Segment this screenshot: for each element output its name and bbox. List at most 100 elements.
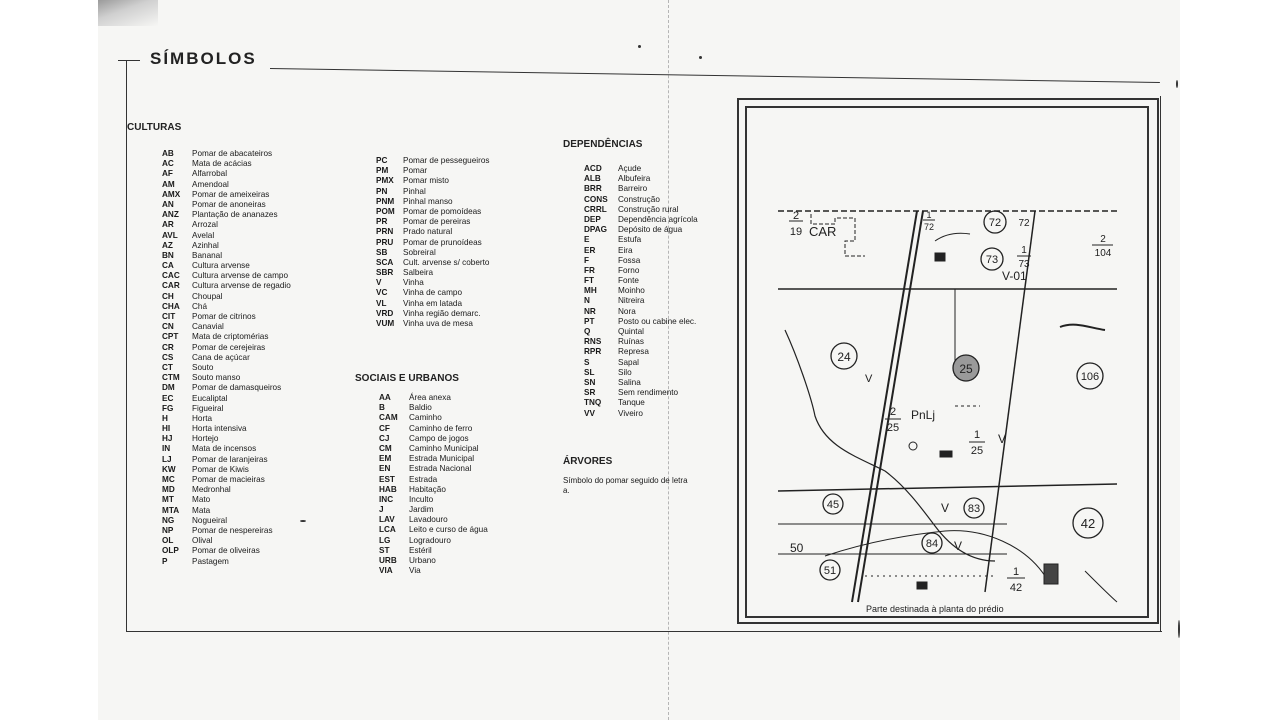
legend-description: Horta intensiva (192, 424, 247, 434)
map-label: 1 (1013, 566, 1019, 578)
legend-description: Ruínas (618, 337, 644, 347)
parcel-circle (963, 497, 985, 519)
legend-code: HJ (162, 434, 173, 444)
legend-code: RPR (584, 347, 602, 357)
legend-code: NP (162, 525, 174, 535)
legend-row: J Jardim (379, 505, 488, 515)
legend-code: LAV (379, 515, 395, 525)
legend-code: VIA (379, 566, 393, 576)
legend-description: Salbeira (403, 268, 434, 278)
legend-code: CR (162, 342, 174, 352)
legend-description: Amendoal (192, 179, 229, 189)
legend-code: MTA (162, 505, 180, 515)
legend-code: DEP (584, 214, 601, 224)
page-fold-line (668, 0, 670, 720)
legend-code: J (379, 505, 384, 515)
frame-rule (1160, 96, 1161, 632)
legend-description: Pomar de laranjeiras (192, 454, 268, 464)
map-label: 73 (1018, 259, 1030, 270)
legend-description: Jardim (409, 505, 434, 515)
legend-description: Viveiro (618, 408, 643, 418)
legend-description: Fossa (618, 255, 641, 265)
legend-description: Cultura arvense de regadio (192, 281, 291, 291)
legend-description: Estrada Nacional (409, 464, 472, 474)
legend-description: Tanque (618, 398, 645, 408)
legend-code: MC (162, 475, 175, 484)
legend-code: AB (162, 149, 174, 158)
legend-code: CH (162, 291, 174, 301)
legend-code: AF (162, 169, 173, 179)
legend-code: SL (584, 367, 595, 377)
legend-code: MH (584, 286, 597, 296)
legend-description: Figueiral (192, 403, 224, 413)
legend-description: Medronhal (192, 485, 231, 495)
legend-code: CJ (379, 433, 390, 443)
legend-description: Mata de acácias (192, 159, 252, 169)
legend-code: PR (376, 217, 388, 227)
legend-code: CN (162, 322, 174, 332)
legend-description: Pomar de pessegueiros (403, 156, 490, 165)
legend-code: HI (162, 424, 171, 434)
legend-description: Estufa (618, 235, 642, 245)
legend-row: AC Mata de acácias (162, 159, 291, 169)
legend-code: CONS (584, 194, 608, 204)
legend-description: Pinhal (403, 186, 426, 196)
legend-code: SCA (376, 257, 394, 267)
legend-description: Pomar (403, 166, 428, 176)
legend-description: Souto (192, 362, 214, 372)
parcel-map: 2 19 CAR 1 72 72 72 2 104 73 1 73 V-01 2… (777, 210, 1118, 603)
scan-speck (699, 56, 702, 59)
legend-code: VUM (376, 319, 395, 328)
parcel-boundary (984, 210, 1036, 593)
map-label: V (941, 501, 949, 515)
legend-code: ANZ (162, 210, 179, 220)
map-label: 72 (924, 222, 934, 232)
legend-code: CT (162, 362, 173, 372)
legend-description: Plantação de ananazes (192, 210, 278, 220)
legend-description: Pomar de Kiwis (192, 464, 249, 474)
legend-row: KW Pomar de Kiwis (162, 465, 291, 475)
legend-code: DM (162, 383, 175, 393)
section-title-dependencias: DEPENDÊNCIAS (563, 139, 643, 150)
map-label: 83 (968, 503, 980, 515)
frame-rule (126, 631, 1162, 632)
legend-code: KW (162, 464, 176, 474)
legend-description: Estrada (409, 474, 438, 484)
map-label: 2 (1100, 234, 1106, 245)
parcel-circle (1076, 362, 1104, 390)
legend-code: AM (162, 179, 175, 189)
map-label: 72 (989, 217, 1001, 229)
legend-code: AC (162, 159, 174, 169)
legend-description: Cana de açúcar (192, 352, 250, 362)
legend-description: Hortejo (192, 434, 219, 444)
legend-description: Pomar de pereiras (403, 217, 471, 227)
map-label: 2 (890, 406, 896, 418)
legend-code: SBR (376, 268, 394, 278)
